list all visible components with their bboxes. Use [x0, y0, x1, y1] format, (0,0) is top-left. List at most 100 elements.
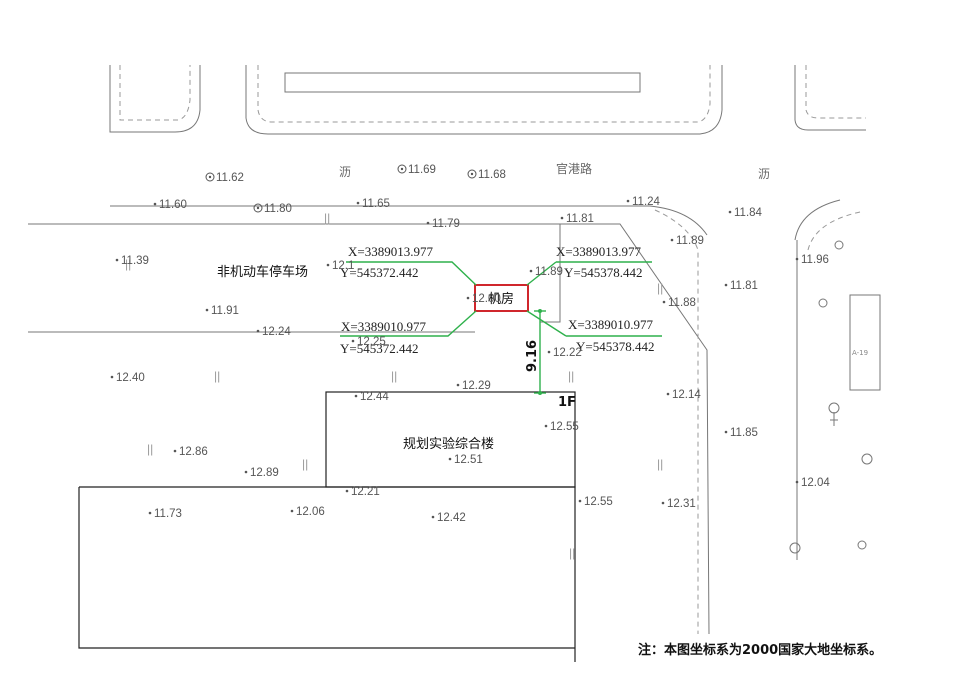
- elevation-point: 12.55: [544, 421, 579, 433]
- elevation-point: 12.22: [547, 347, 582, 359]
- coord-top-right-y: Y=545378.442: [564, 265, 642, 280]
- elevation-dot: [115, 258, 119, 262]
- elevation-dot: [345, 489, 349, 493]
- elevation-dot: [578, 499, 582, 503]
- coordinate-leaders: [340, 261, 662, 337]
- elevation-point: 12.29: [456, 380, 491, 392]
- coord-bottom-left-x: X=3389010.977: [341, 319, 426, 334]
- elevation-dot: [666, 392, 670, 396]
- elevation-value: 12.06: [296, 506, 325, 518]
- elevation-value: 12.1: [332, 260, 354, 272]
- elevation-dot: [148, 511, 152, 515]
- elevation-point: 11.89: [670, 235, 704, 247]
- elevation-point: 12.40: [110, 372, 145, 384]
- svg-text:||: ||: [569, 546, 575, 560]
- elevation-value: 11.81: [730, 280, 758, 292]
- elevation-point: 12.25: [351, 336, 386, 348]
- elevation-value: 12.00: [472, 293, 501, 305]
- elevation-point: 11.65: [356, 198, 390, 210]
- elevation-dot: [529, 269, 533, 273]
- elevation-dot: [795, 257, 799, 261]
- elevation-value: 11.68: [478, 169, 506, 181]
- elevation-point: 11.96: [795, 254, 829, 266]
- elevation-point: 12.89: [244, 467, 279, 479]
- distance-dimension: [534, 309, 546, 395]
- elevation-value: 12.22: [553, 347, 582, 359]
- elevation-value: 11.89: [676, 235, 704, 247]
- elevation-value: 12.40: [116, 372, 145, 384]
- benchmark-marker: [205, 172, 215, 182]
- elevation-value: 11.65: [362, 198, 390, 210]
- right-facility: A-19: [789, 240, 881, 554]
- elevation-dot: [560, 216, 564, 220]
- elevation-value: 12.86: [179, 446, 208, 458]
- elevation-value: 12.25: [357, 336, 386, 348]
- elevation-point: 11.60: [153, 199, 187, 211]
- elevation-point: 11.80: [253, 203, 292, 215]
- elevation-value: 11.24: [632, 196, 661, 208]
- elevation-value: 11.60: [159, 199, 187, 211]
- svg-text:||: ||: [147, 442, 153, 456]
- elevation-dot: [153, 202, 157, 206]
- elevation-dot: [173, 449, 177, 453]
- svg-text:||: ||: [125, 257, 131, 271]
- lab-building-lower: [78, 486, 576, 662]
- elevation-value: 12.55: [550, 421, 579, 433]
- elevation-point: 11.79: [426, 218, 460, 230]
- elevation-dot: [351, 339, 355, 343]
- top-right-curb: [794, 65, 866, 131]
- elevation-point: 11.81: [560, 213, 594, 225]
- elevation-dot: [244, 470, 248, 474]
- lot-code: A-19: [852, 349, 868, 357]
- svg-text:||: ||: [324, 211, 330, 225]
- benchmark-marker: [397, 164, 407, 174]
- coord-bottom-right-y: Y=545378.442: [576, 339, 654, 354]
- floor-label: 1F: [558, 395, 576, 410]
- elevation-value: 11.84: [734, 207, 763, 219]
- elevation-point: 11.24: [626, 196, 661, 208]
- elevation-point: 11.68: [467, 169, 506, 181]
- elevation-dot: [728, 210, 732, 214]
- elevation-value: 11.39: [121, 255, 149, 267]
- elevation-value: 12.31: [667, 498, 696, 510]
- elevation-dot: [466, 296, 470, 300]
- elevation-dot: [256, 329, 260, 333]
- machine-room-label: 机房: [488, 291, 514, 307]
- elevation-value: 11.85: [730, 427, 758, 439]
- elevation-point: 12.1: [326, 260, 354, 272]
- benchmark-center: [400, 167, 404, 171]
- elevation-dot: [544, 424, 548, 428]
- svg-text:||: ||: [657, 457, 663, 471]
- grass-symbols: || || || || || || || || || ||: [125, 211, 663, 560]
- elevation-dot: [110, 375, 114, 379]
- coordinate-system-note: 注：本图坐标系为2000国家大地坐标系。: [638, 643, 883, 658]
- building-label: 规划实验综合楼: [403, 436, 494, 452]
- elevation-dot: [356, 201, 360, 205]
- elevation-dot: [290, 509, 294, 513]
- elevation-dot: [205, 308, 209, 312]
- elevation-dot: [426, 221, 430, 225]
- elevation-point: 12.14: [666, 389, 701, 401]
- benchmark-marker: [467, 169, 477, 179]
- coord-top-left-x: X=3389013.977: [348, 244, 433, 259]
- elevation-value: 11.81: [566, 213, 594, 225]
- elevation-point: 12.42: [431, 512, 466, 524]
- elevation-value: 11.80: [264, 203, 292, 215]
- road-edges: [28, 199, 861, 635]
- elevation-value: 12.21: [351, 486, 380, 498]
- elevation-dot: [662, 300, 666, 304]
- elevation-dot: [448, 457, 452, 461]
- parking-label: 非机动车停车场: [217, 264, 308, 280]
- benchmark-marker: [253, 203, 263, 213]
- elevation-dot: [326, 263, 330, 267]
- road-mark-left: 沥: [339, 165, 351, 179]
- top-center-block: [245, 65, 723, 135]
- elevation-value: 11.91: [211, 305, 239, 317]
- elevation-dot: [670, 238, 674, 242]
- distance-label: 9.16: [525, 340, 540, 372]
- elevation-point: 12.00: [466, 293, 501, 305]
- elevation-point: 12.44: [354, 391, 389, 403]
- elevation-point: 12.06: [290, 506, 325, 518]
- elevation-point: 11.62: [205, 172, 244, 184]
